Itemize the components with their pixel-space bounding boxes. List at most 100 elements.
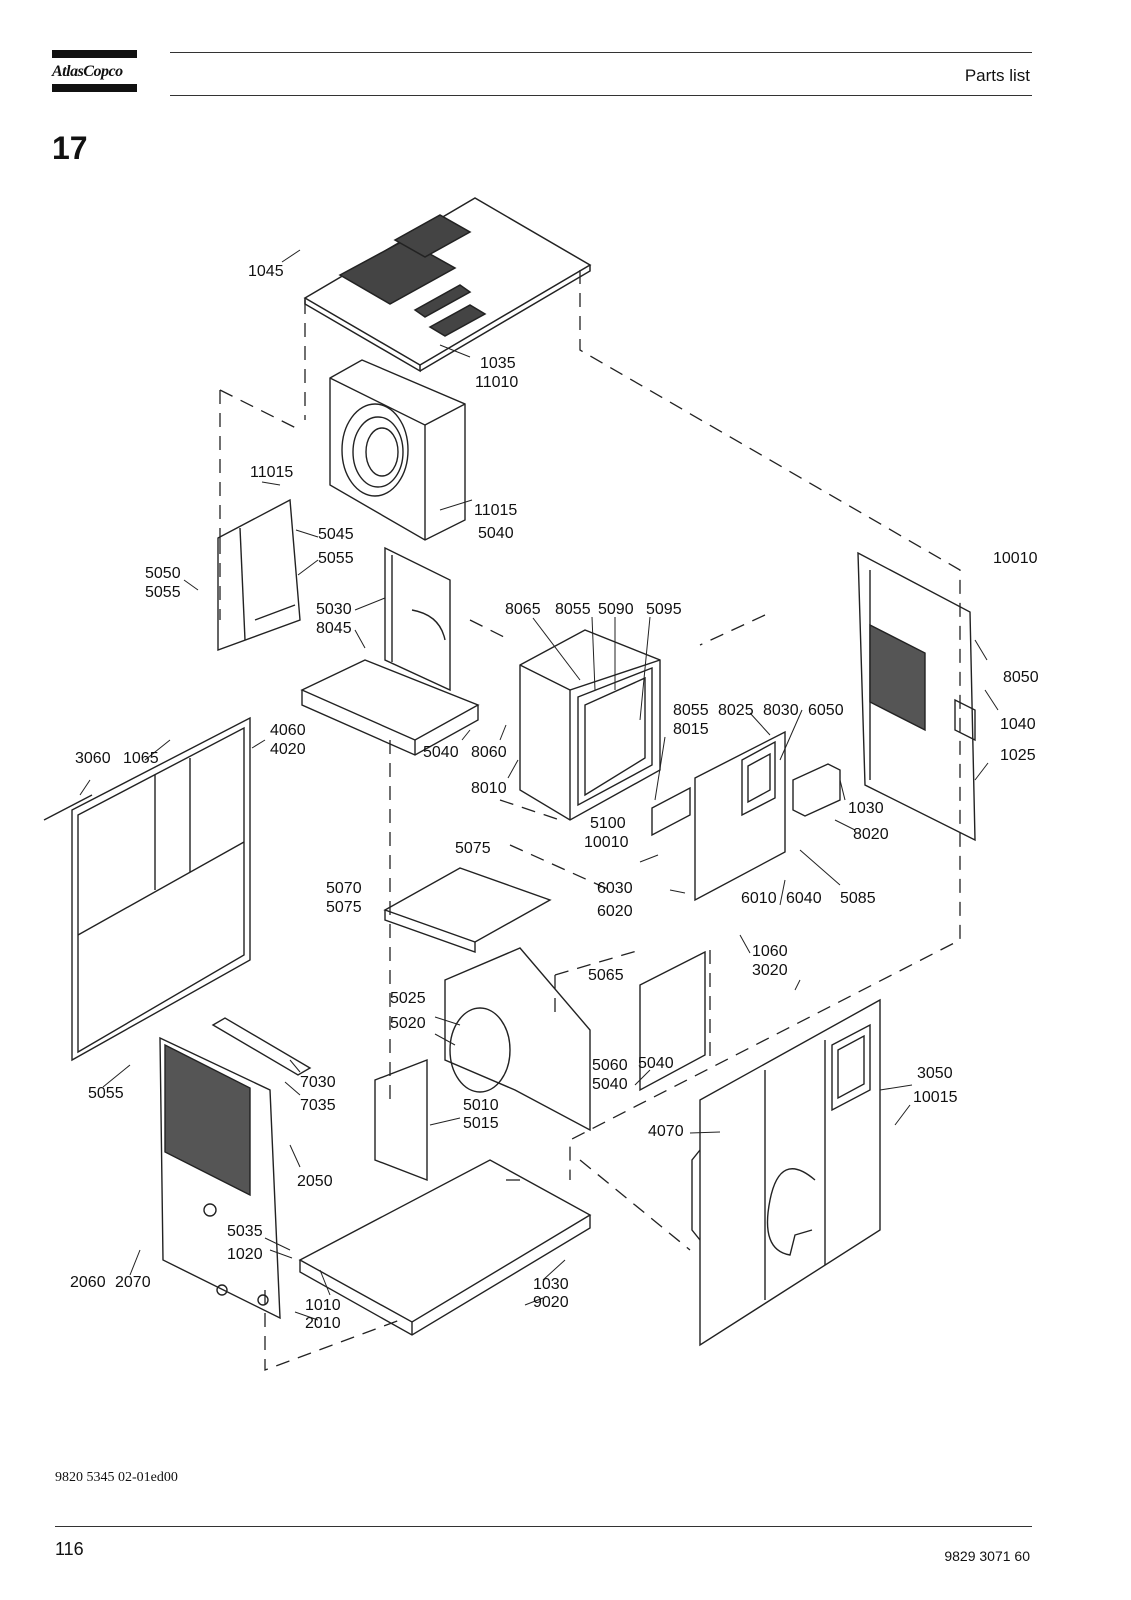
control-panel-door [694, 730, 786, 902]
callout-label: 5040 [478, 525, 514, 542]
footer-rule [55, 1526, 1032, 1527]
page-number: 116 [55, 1539, 84, 1559]
cover-plate [639, 950, 706, 1092]
atlas-copco-logo: AtlasCopco [52, 63, 123, 80]
dashed-assembly-lines [219, 270, 961, 1371]
callout-label: 4070 [648, 1123, 684, 1140]
callout-label: 10010 [584, 834, 629, 851]
upright-frame [384, 546, 451, 692]
bracket-5070 [383, 867, 552, 953]
roof-panel [303, 197, 592, 373]
leader-lines [79, 249, 999, 1321]
callout-label: 7035 [300, 1097, 336, 1114]
header-rule-bottom [170, 95, 1032, 96]
callout-label: 8020 [853, 826, 889, 843]
callout-label: 4020 [270, 741, 306, 758]
callout-label: 8030 [763, 702, 799, 719]
rail-7030 [211, 1017, 312, 1076]
callout-label: 7030 [300, 1074, 336, 1091]
callout-label: 8045 [316, 620, 352, 637]
callout-label: 1035 [480, 355, 516, 372]
electrical-cabinet [519, 629, 661, 821]
display-module [792, 763, 841, 817]
callout-label: 11010 [475, 374, 518, 391]
callout-label: 8055 [673, 702, 709, 719]
rear-panel-grille [159, 1036, 281, 1320]
callout-label: 5065 [588, 967, 624, 984]
callout-label: 5085 [840, 890, 876, 907]
logo-bar-top [52, 50, 137, 58]
callout-label: 6040 [786, 890, 822, 907]
callout-label: 4060 [270, 722, 306, 739]
callout-label: 1010 [305, 1297, 341, 1314]
callout-label: 5055 [145, 584, 181, 601]
callout-label: 3020 [752, 962, 788, 979]
callout-label: 5040 [592, 1076, 628, 1093]
callout-label: 1065 [123, 750, 159, 767]
callout-label: 3060 [75, 750, 111, 767]
callout-label: 8010 [471, 780, 507, 797]
callout-label: 11015 [250, 464, 293, 481]
module-5100 [651, 786, 691, 837]
callout-label: 1030 [848, 800, 884, 817]
callout-label: 5095 [646, 601, 682, 618]
side-panel-5045 [217, 498, 301, 652]
callout-label: 10010 [993, 550, 1038, 567]
callout-label: 9020 [533, 1294, 569, 1311]
callout-label: 5040 [638, 1055, 674, 1072]
callout-label: 5100 [590, 815, 626, 832]
callout-label: 1020 [227, 1246, 263, 1263]
callout-label: 8025 [718, 702, 754, 719]
callout-label: 1045 [248, 263, 284, 280]
callout-label: 5020 [390, 1015, 426, 1032]
callout-label: 1030 [533, 1276, 569, 1293]
right-side-panel [857, 551, 976, 842]
callout-label: 5050 [145, 565, 181, 582]
callout-label: 5015 [463, 1115, 499, 1132]
callout-label: 8055 [555, 601, 591, 618]
fan-base-tray [300, 659, 480, 756]
callout-label: 8065 [505, 601, 541, 618]
exploded-parts-diagram: 1045 1035 11010 11015 5045 11015 5040 50… [43, 197, 1039, 1371]
callout-label: 8060 [471, 744, 507, 761]
callout-label: 6020 [597, 903, 633, 920]
callout-label: 5040 [423, 744, 459, 761]
callout-label: 5055 [88, 1085, 124, 1102]
document-code: 9820 5345 02-01ed00 [55, 1470, 178, 1485]
callout-label: 1060 [752, 943, 788, 960]
callout-label: 5045 [318, 526, 354, 543]
callout-label: 5075 [326, 899, 362, 916]
callout-label: 8015 [673, 721, 709, 738]
left-door-panel [43, 716, 251, 1062]
callout-label: 3050 [917, 1065, 953, 1082]
callout-label: 5070 [326, 880, 362, 897]
callout-label: 6050 [808, 702, 844, 719]
callout-label: 2070 [115, 1274, 151, 1291]
fan-housing [329, 359, 466, 541]
callout-label: 2010 [305, 1315, 341, 1332]
callout-label: 10015 [913, 1089, 958, 1106]
callout-label: 5090 [598, 601, 634, 618]
callout-label: 8050 [1003, 669, 1039, 686]
callout-label: 1040 [1000, 716, 1036, 733]
callout-label: 5025 [390, 990, 426, 1007]
callout-label: 2050 [297, 1173, 333, 1190]
panel-5010 [374, 1058, 428, 1182]
callout-label: 6010 [741, 890, 777, 907]
front-door-panel [691, 998, 881, 1347]
callout-label: 5075 [455, 840, 491, 857]
callout-label: 6030 [597, 880, 633, 897]
header-rule-top [170, 52, 1032, 53]
logo-bar-bottom [52, 84, 137, 92]
callout-label: 5060 [592, 1057, 628, 1074]
callout-label: 5010 [463, 1097, 499, 1114]
header-title: Parts list [964, 66, 1030, 85]
document-number: 9829 3071 60 [944, 1548, 1030, 1564]
base-frame [298, 1159, 592, 1336]
callout-label: 1025 [1000, 747, 1036, 764]
callout-label: 11015 [474, 502, 517, 519]
callout-label: 5035 [227, 1223, 263, 1240]
fan-cowl [444, 947, 591, 1132]
section-number: 17 [52, 130, 88, 166]
callout-label: 2060 [70, 1274, 106, 1291]
